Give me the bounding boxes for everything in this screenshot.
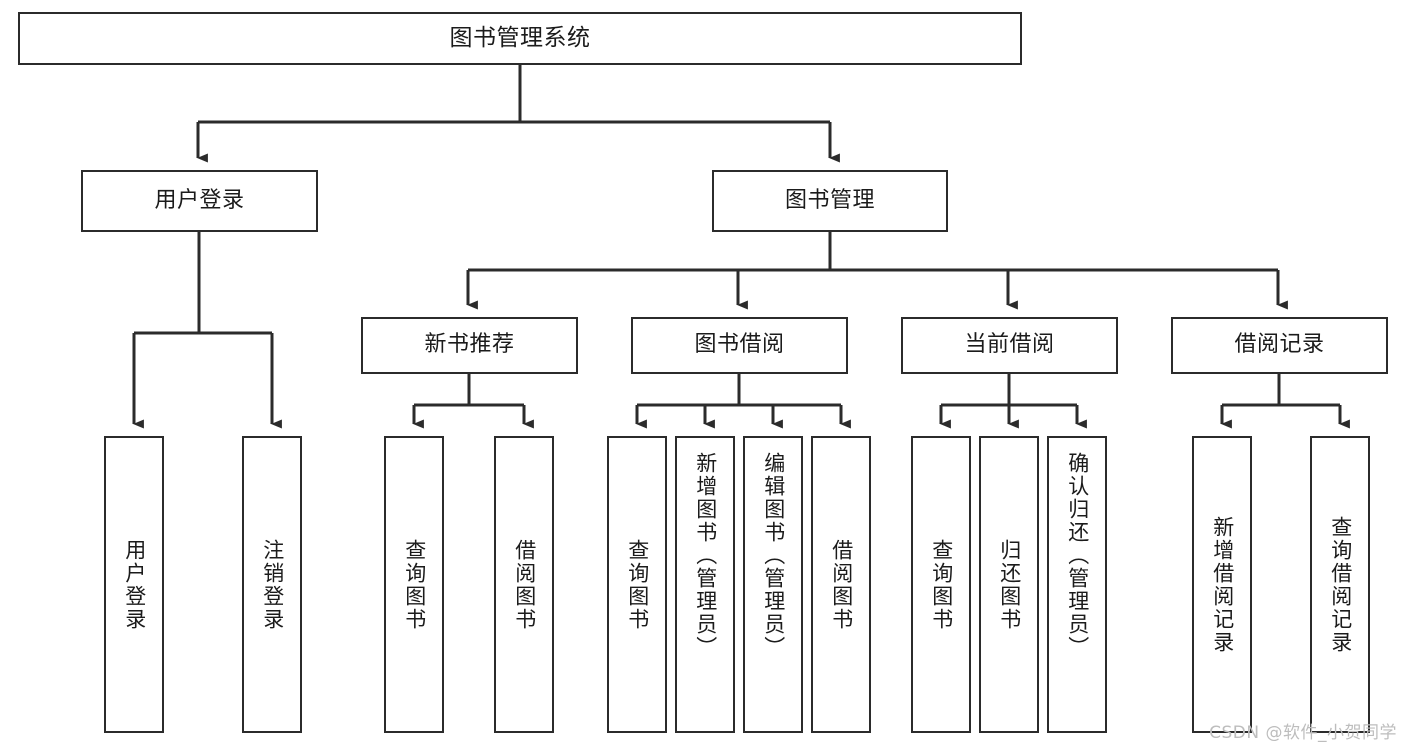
node-leaf-confirm-return[interactable]: 确认归还（管理员） — [1047, 436, 1107, 733]
node-leaf-add-record-label: 新增借阅记录 — [1210, 515, 1235, 654]
node-leaf-query-book-3-label: 查询图书 — [929, 538, 954, 631]
node-leaf-query-book-2[interactable]: 查询图书 — [607, 436, 667, 733]
node-leaf-query-record-label: 查询借阅记录 — [1328, 515, 1353, 654]
node-leaf-borrow-book-2[interactable]: 借阅图书 — [811, 436, 871, 733]
node-user-login[interactable]: 用户登录 — [81, 170, 318, 232]
node-leaf-add-book[interactable]: 新增图书（管理员） — [675, 436, 735, 733]
node-leaf-user-logout[interactable]: 注销登录 — [242, 436, 302, 733]
node-leaf-borrow-book-1[interactable]: 借阅图书 — [494, 436, 554, 733]
node-leaf-user-login-label: 用户登录 — [122, 538, 147, 631]
node-leaf-query-book-1[interactable]: 查询图书 — [384, 436, 444, 733]
node-leaf-confirm-return-label: 确认归还（管理员） — [1065, 452, 1090, 659]
node-leaf-edit-book-label: 编辑图书（管理员） — [761, 452, 786, 659]
node-current-borrow-label: 当前借阅 — [964, 332, 1055, 358]
node-user-login-label: 用户登录 — [154, 187, 245, 213]
node-leaf-user-login[interactable]: 用户登录 — [104, 436, 164, 733]
node-leaf-return-book[interactable]: 归还图书 — [979, 436, 1039, 733]
node-root-label: 图书管理系统 — [449, 24, 591, 51]
node-leaf-query-book-2-label: 查询图书 — [625, 538, 650, 631]
node-borrow-record[interactable]: 借阅记录 — [1171, 317, 1388, 374]
node-new-book-recommend-label: 新书推荐 — [424, 332, 515, 358]
node-leaf-add-book-label: 新增图书（管理员） — [693, 452, 718, 659]
node-leaf-borrow-book-2-label: 借阅图书 — [829, 538, 854, 631]
node-book-management-label: 图书管理 — [784, 187, 875, 213]
node-leaf-edit-book[interactable]: 编辑图书（管理员） — [743, 436, 803, 733]
node-new-book-recommend[interactable]: 新书推荐 — [361, 317, 578, 374]
node-leaf-user-logout-label: 注销登录 — [260, 538, 285, 631]
node-leaf-borrow-book-1-label: 借阅图书 — [512, 538, 537, 631]
node-book-borrow-label: 图书借阅 — [694, 332, 785, 358]
node-leaf-query-book-3[interactable]: 查询图书 — [911, 436, 971, 733]
node-leaf-return-book-label: 归还图书 — [997, 538, 1022, 631]
node-leaf-add-record[interactable]: 新增借阅记录 — [1192, 436, 1252, 733]
node-root[interactable]: 图书管理系统 — [18, 12, 1022, 65]
node-book-management[interactable]: 图书管理 — [712, 170, 948, 232]
node-borrow-record-label: 借阅记录 — [1234, 332, 1325, 358]
node-current-borrow[interactable]: 当前借阅 — [901, 317, 1118, 374]
node-leaf-query-record[interactable]: 查询借阅记录 — [1310, 436, 1370, 733]
node-book-borrow[interactable]: 图书借阅 — [631, 317, 848, 374]
node-leaf-query-book-1-label: 查询图书 — [402, 538, 427, 631]
